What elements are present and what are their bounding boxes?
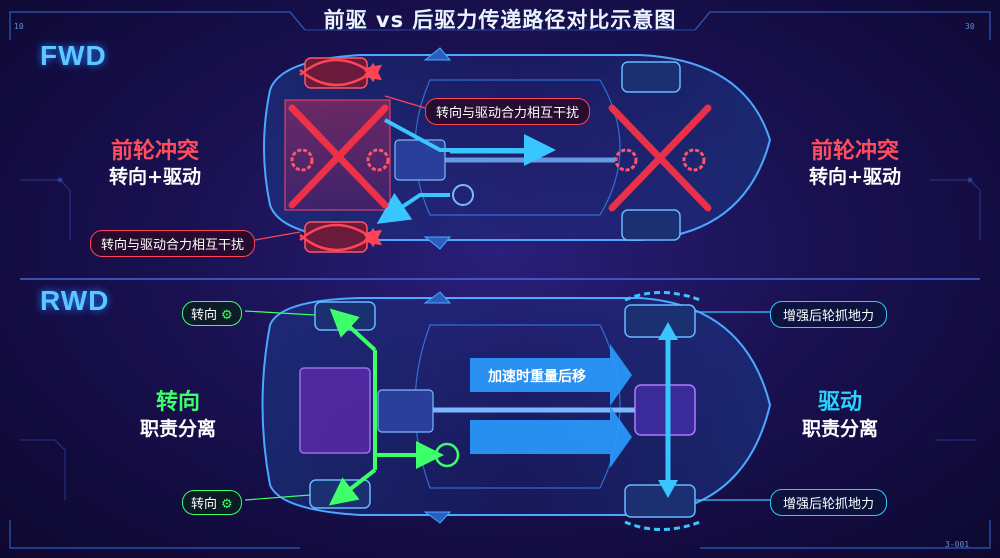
rwd-transmission — [377, 389, 434, 433]
fwd-section-label: FWD — [40, 40, 107, 71]
rwd-left-title: 转向 — [155, 390, 200, 415]
rwd-mirror-bottom — [423, 511, 452, 524]
fwd-car — [254, 47, 772, 253]
rwd-steer-top-label: 转向 — [191, 308, 218, 323]
fwd-steering-wheel — [452, 184, 474, 206]
rwd-car — [244, 291, 772, 531]
rwd-rear-wheel-bottom — [624, 484, 696, 518]
fwd-transmission — [394, 139, 446, 181]
conflict-x-icon — [288, 104, 712, 212]
fwd-mirror-bottom — [423, 236, 452, 250]
rwd-right-title: 驱动 — [817, 390, 862, 415]
fwd-rear-wheel-bottom — [621, 209, 681, 241]
rwd-callout-steer-top — [244, 310, 316, 316]
rwd-mirror-top — [423, 291, 452, 304]
gear-icon: ⚙ — [221, 497, 233, 512]
fwd-front-wheel-top — [304, 57, 368, 89]
frame-lines — [9, 11, 991, 549]
rwd-engine — [299, 367, 371, 454]
rwd-rear-wheel-top — [624, 304, 696, 338]
rwd-section-label: RWD — [40, 285, 110, 316]
fwd-callout-line-top — [384, 95, 426, 109]
grip-arrow-up-icon — [658, 322, 678, 340]
fwd-right-sub: 转向+驱动 — [809, 166, 901, 188]
fwd-left-conflict: 前轮冲突 — [110, 139, 199, 164]
rwd-steering-wheel — [434, 442, 460, 468]
weight-arrow-top — [470, 344, 632, 406]
gear-icon: ⚙ — [221, 308, 233, 323]
rwd-grip-top: 增强后轮抓地力 — [770, 301, 888, 328]
corner-tick-top-left: 10 — [14, 22, 24, 31]
fwd-interference-top: 转向与驱动合力相互干扰 — [425, 98, 591, 125]
page-title: 前驱 vs 后驱力传递路径对比示意图 — [323, 8, 677, 32]
rwd-callout-steer-bottom — [244, 494, 311, 501]
weight-arrow-bottom — [470, 406, 632, 468]
gear-icon — [290, 148, 706, 172]
grip-arrow-down-icon — [658, 480, 678, 498]
steering-path — [328, 308, 444, 506]
twist-arrow-icon — [299, 58, 383, 252]
fwd-left-sub: 转向+驱动 — [109, 166, 201, 188]
fwd-flow-arrow-top — [384, 118, 556, 166]
rwd-left-sub: 职责分离 — [139, 418, 216, 440]
corner-tick-bottom-right: 3-001 — [945, 540, 970, 549]
rwd-right-sub: 职责分离 — [801, 418, 878, 440]
circuit-decor — [20, 177, 981, 500]
rwd-steer-bottom-label: 转向 — [191, 497, 218, 512]
fwd-flow-arrow-bottom — [376, 192, 450, 224]
fwd-callout-line-bottom — [254, 231, 301, 241]
weight-shift-label: 加速时重量后移 — [488, 369, 586, 385]
corner-tick-top-right: 30 — [965, 22, 975, 31]
rwd-steer-bottom-pill: 转向⚙ — [182, 490, 242, 515]
fwd-right-conflict: 前轮冲突 — [810, 139, 899, 164]
fwd-interference-bottom: 转向与驱动合力相互干扰 — [90, 230, 256, 257]
fwd-mirror-top — [423, 47, 452, 61]
rwd-steer-top-pill: 转向⚙ — [182, 301, 242, 326]
rwd-car-body — [261, 297, 772, 516]
rwd-front-wheel-top — [314, 301, 376, 331]
rwd-grip-bottom: 增强后轮抓地力 — [770, 489, 888, 516]
rwd-rear-differential — [634, 384, 696, 436]
rwd-front-wheel-bottom — [309, 479, 371, 509]
fwd-front-wheel-bottom — [304, 221, 368, 253]
fwd-rear-wheel-top — [621, 61, 681, 93]
